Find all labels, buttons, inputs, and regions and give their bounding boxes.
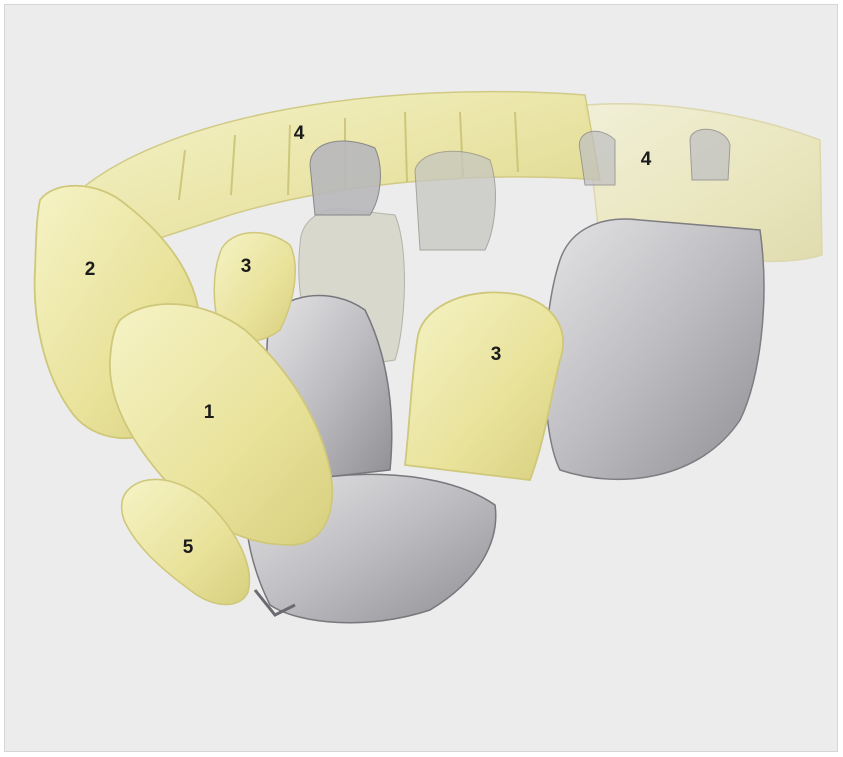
side-airbag-center	[405, 292, 563, 480]
callout-label-4-front: 4	[294, 123, 305, 144]
callout-label-3-center: 3	[491, 344, 502, 365]
callout-label-5: 5	[183, 537, 194, 558]
callout-label-2: 2	[85, 259, 96, 280]
callout-label-1: 1	[204, 402, 215, 423]
callout-label-3-left: 3	[241, 256, 252, 277]
callout-label-4-rear: 4	[641, 149, 652, 170]
